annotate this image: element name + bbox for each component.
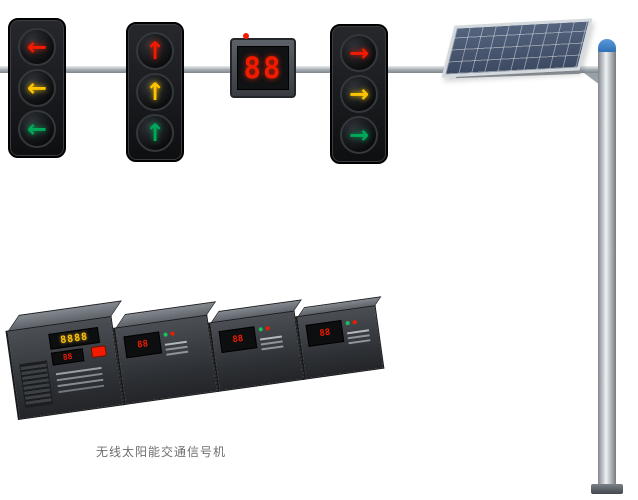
green-light: → <box>340 116 378 154</box>
countdown-timer: 88 <box>230 33 296 98</box>
green-indicator-led <box>258 327 264 332</box>
green-indicator-led <box>163 332 168 337</box>
right-arrow-icon: → <box>348 121 370 149</box>
indicator-leds <box>163 331 175 337</box>
up-arrow-icon: ↑ <box>144 78 166 106</box>
green-light: ↑ <box>136 114 174 152</box>
pole-base <box>591 484 623 494</box>
controller-sub-display: 88 <box>50 348 85 366</box>
red-indicator-led <box>265 326 270 331</box>
countdown-digits: 88 <box>243 51 283 85</box>
left-arrow-icon: ← <box>26 33 48 61</box>
countdown-screen: 88 <box>237 46 289 90</box>
controller-module-4: 88 <box>295 305 385 380</box>
green-light: ← <box>18 110 56 148</box>
yellow-light: ↑ <box>136 73 174 111</box>
red-light: ← <box>18 28 56 66</box>
controller-module-1: 8888 88 <box>5 315 124 420</box>
up-arrow-signal-head: ↑ ↑ ↑ <box>126 22 184 162</box>
mast-arm <box>0 66 606 73</box>
module-mini-display: 88 <box>218 326 258 354</box>
red-light: → <box>340 34 378 72</box>
indicator-leds <box>258 326 270 332</box>
yellow-light: → <box>340 75 378 113</box>
left-arrow-icon: ← <box>26 115 48 143</box>
module-mini-display: 88 <box>123 331 163 359</box>
silkscreen-lines <box>55 366 102 376</box>
left-arrow-icon: ← <box>26 74 48 102</box>
pole-cap <box>598 39 616 52</box>
green-indicator-led <box>345 320 350 326</box>
red-indicator-led <box>170 331 175 336</box>
right-arrow-icon: → <box>348 39 370 67</box>
signal-pole <box>598 50 616 486</box>
right-arrow-icon: → <box>348 80 370 108</box>
solar-panel <box>441 18 593 78</box>
up-arrow-icon: ↑ <box>144 37 166 65</box>
up-arrow-icon: ↑ <box>144 119 166 147</box>
module-mini-display: 88 <box>305 320 345 347</box>
controller-module-3: 88 <box>208 310 305 392</box>
solar-cells <box>445 21 589 75</box>
red-light: ↑ <box>136 32 174 70</box>
silkscreen-lines <box>347 329 370 335</box>
indicator-leds <box>345 319 357 326</box>
mast-arm-bracket <box>584 73 600 85</box>
signal-controller-unit: 8888 88 88 88 88 <box>5 279 385 420</box>
red-button <box>90 345 107 359</box>
silkscreen-lines <box>164 340 187 346</box>
left-arrow-signal-head: ← ← ← <box>8 18 66 158</box>
silkscreen-lines <box>260 335 283 341</box>
right-arrow-signal-head: → → → <box>330 24 388 164</box>
yellow-light: ← <box>18 69 56 107</box>
controller-module-2: 88 <box>113 314 219 406</box>
product-caption: 无线太阳能交通信号机 <box>96 445 227 459</box>
vent-grille <box>19 360 54 408</box>
red-indicator-led <box>352 319 357 325</box>
countdown-indicator-dot <box>243 33 249 39</box>
